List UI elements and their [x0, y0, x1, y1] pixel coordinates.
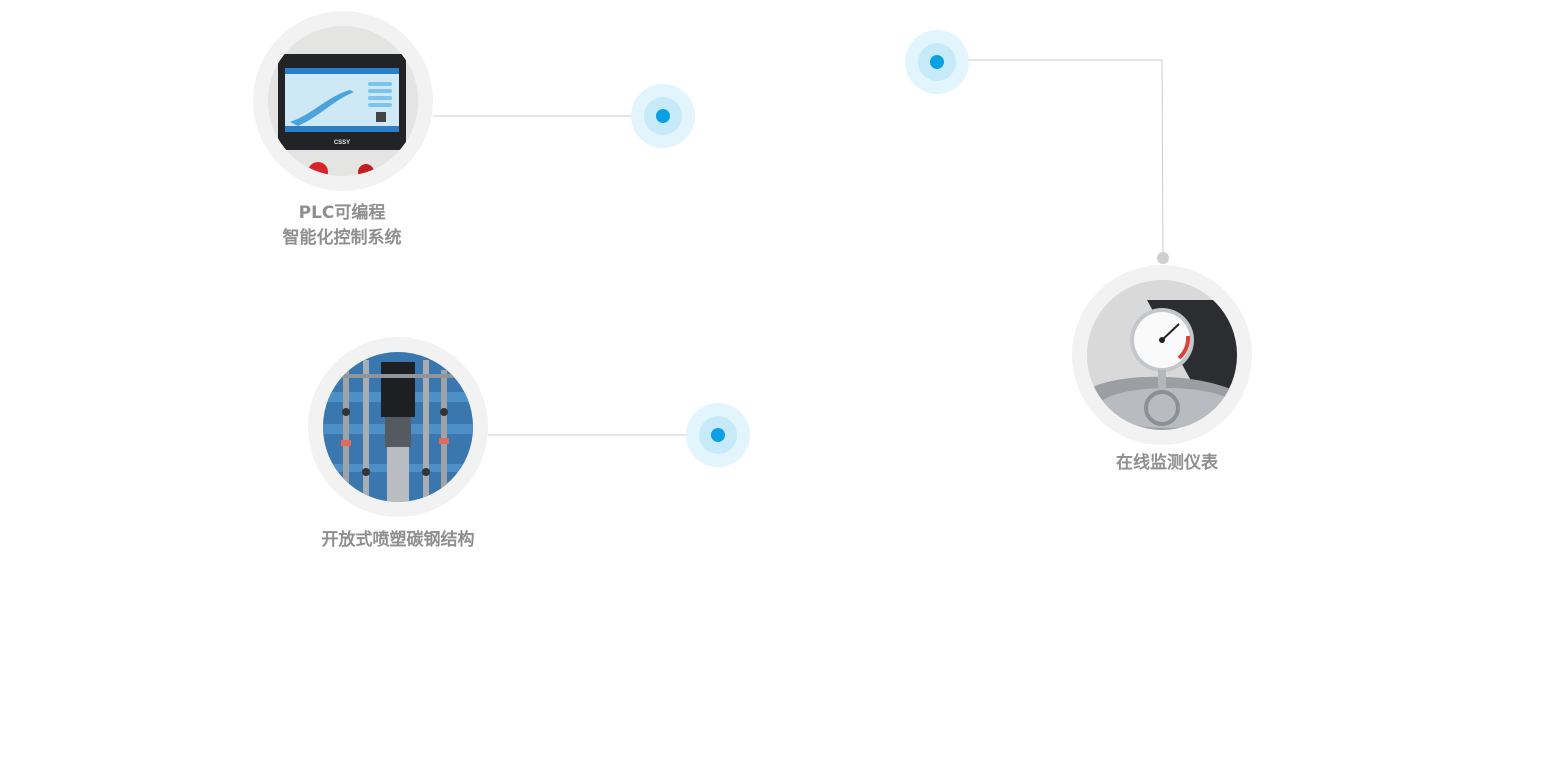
carbon-steel-frame-photo	[323, 352, 473, 502]
frame-feature-circle	[308, 337, 488, 517]
monitor-connector-line	[937, 59, 1164, 259]
frame-hotspot-button[interactable]	[686, 403, 750, 467]
pressure-gauge-image	[1087, 280, 1237, 430]
hotspot-dot-icon	[656, 109, 670, 123]
monitor-label-line-1: 在线监测仪表	[1116, 453, 1218, 473]
plc-label-line-1: PLC可编程	[298, 203, 386, 223]
pressure-gauge-photo	[1087, 280, 1237, 430]
monitor-anchor-dot	[1157, 252, 1169, 264]
svg-text:CSSY: CSSY	[334, 140, 350, 146]
plc-label-line-2: 智能化控制系统	[282, 228, 402, 248]
hotspot-dot-icon	[711, 428, 725, 442]
hotspot-dot-icon	[930, 55, 944, 69]
plc-touchscreen-image: CSSY	[268, 26, 418, 176]
plc-touchscreen-photo: CSSY	[268, 26, 418, 176]
carbon-steel-frame-image	[323, 352, 473, 502]
monitor-feature-label: 在线监测仪表	[1087, 451, 1247, 476]
monitor-hotspot-button[interactable]	[905, 30, 969, 94]
plc-feature-label: PLC可编程 智能化控制系统	[262, 201, 422, 251]
plc-feature-circle: CSSY	[253, 11, 433, 191]
frame-label-line-1: 开放式喷塑碳钢结构	[321, 530, 475, 550]
plc-hotspot-button[interactable]	[631, 84, 695, 148]
frame-feature-label: 开放式喷塑碳钢结构	[298, 528, 498, 553]
monitor-feature-circle	[1072, 265, 1252, 445]
